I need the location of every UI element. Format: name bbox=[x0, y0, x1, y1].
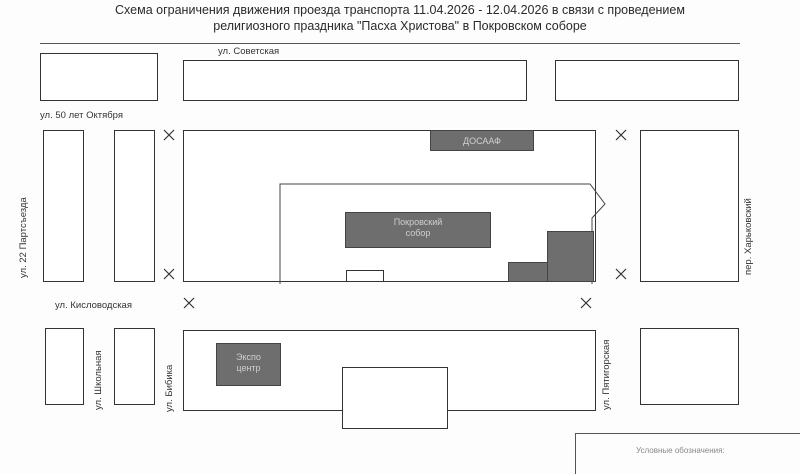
street-label-kislovodskaya: ул. Кисловодская bbox=[55, 300, 132, 311]
building-annex-tall bbox=[547, 231, 594, 282]
block-bottom-left-2 bbox=[114, 328, 155, 405]
closure-cross-icon bbox=[615, 129, 627, 141]
block-bottom-protrusion bbox=[342, 367, 448, 429]
legend-title: Условные обозначения: bbox=[636, 446, 725, 455]
building-expo: Экспо центр bbox=[216, 343, 281, 386]
closure-cross-icon bbox=[163, 129, 175, 141]
legend-box: Условные обозначения: bbox=[575, 433, 800, 474]
block-mid-left-1 bbox=[43, 130, 84, 282]
building-sobor: Покровский собор bbox=[345, 212, 491, 248]
small-building-entrance bbox=[346, 270, 384, 282]
street-edge-top bbox=[40, 43, 740, 44]
dosaaf-label: ДОСААФ bbox=[463, 136, 501, 146]
building-dosaaf: ДОСААФ bbox=[430, 130, 534, 151]
map-title: Схема ограничения движения проезда транс… bbox=[0, 2, 800, 34]
title-line-2: религиозного праздника "Пасха Христова" … bbox=[213, 19, 587, 33]
street-label-bibika: ул. Бибика bbox=[164, 364, 175, 412]
street-label-sovetskaya: ул. Советская bbox=[218, 46, 280, 57]
block-bottom-left-1 bbox=[45, 328, 84, 405]
block-top-left bbox=[40, 53, 158, 101]
street-label-pyatigorskaya: ул. Пятигорская bbox=[601, 339, 612, 410]
block-top-center bbox=[183, 60, 527, 101]
block-mid-left-2 bbox=[114, 130, 155, 282]
block-mid-right bbox=[640, 130, 739, 282]
closure-cross-icon bbox=[615, 268, 627, 280]
block-top-right bbox=[555, 60, 739, 101]
block-central bbox=[183, 130, 596, 282]
street-label-50-let: ул. 50 лет Октября bbox=[40, 110, 123, 121]
closure-cross-icon bbox=[163, 268, 175, 280]
sobor-label: Покровский собор bbox=[393, 217, 443, 238]
expo-label: Экспо центр bbox=[236, 352, 261, 373]
closure-cross-icon bbox=[183, 297, 195, 309]
street-label-22-partsyezda: ул. 22 Партсъезда bbox=[18, 197, 29, 278]
closure-cross-icon bbox=[580, 297, 592, 309]
title-line-1: Схема ограничения движения проезда транс… bbox=[115, 3, 685, 17]
church-grounds-outline bbox=[279, 183, 606, 284]
building-annex-low bbox=[508, 262, 548, 282]
block-bottom-right bbox=[640, 328, 739, 405]
street-label-shkolnaya: ул. Школьная bbox=[93, 350, 104, 410]
street-label-kharkovsky: пер. Харьковский bbox=[743, 198, 754, 275]
